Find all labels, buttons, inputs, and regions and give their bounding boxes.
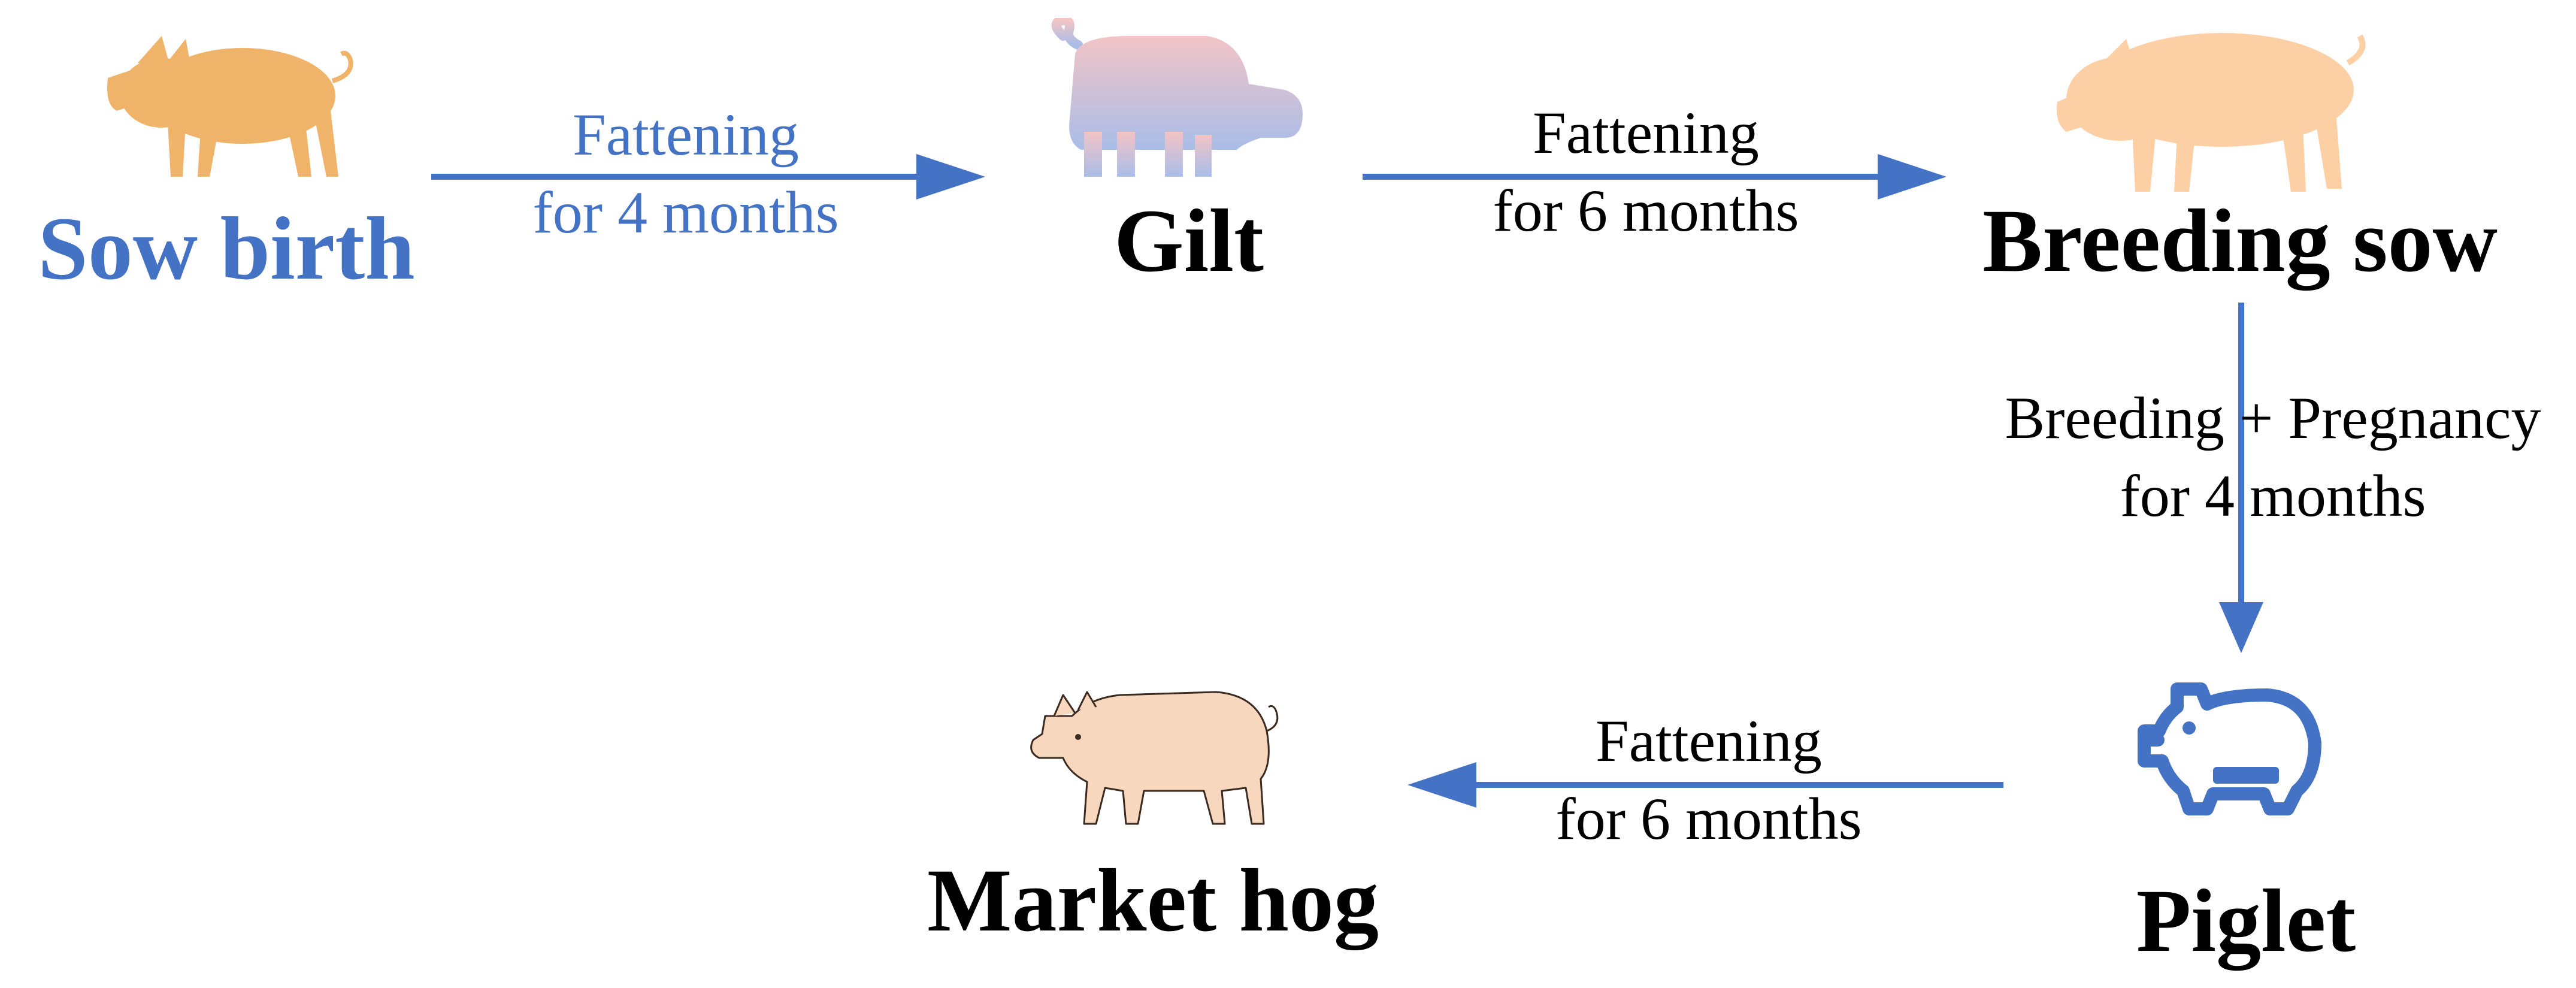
edge-label-line: Fattening xyxy=(573,101,799,168)
edge-label-line: for 4 months xyxy=(2120,463,2426,529)
arrow-sow-to-piglet xyxy=(2219,303,2263,653)
edge-label-line: for 6 months xyxy=(1493,177,1799,244)
piggy-bank-outline-icon xyxy=(2138,682,2321,815)
node-label-breeding-sow: Breeding sow xyxy=(1982,191,2498,291)
edge-label-line: Breeding + Pregnancy xyxy=(2005,385,2541,451)
node-label-piglet: Piglet xyxy=(2136,871,2356,971)
edge-label-piglet-to-hog: Fattening for 6 months xyxy=(1555,702,1861,858)
node-label-gilt: Gilt xyxy=(1114,191,1264,291)
arrow-birth-to-gilt xyxy=(431,154,985,200)
node-label-sow-birth: Sow birth xyxy=(38,199,415,298)
edge-label-gilt-to-sow: Fattening for 6 months xyxy=(1493,94,1799,250)
node-label-market-hog: Market hog xyxy=(927,851,1379,950)
pig-silhouette-icon xyxy=(107,36,353,177)
edge-label-line: Fattening xyxy=(1533,99,1759,166)
pig-outline-icon xyxy=(1030,691,1279,825)
sow-silhouette-icon xyxy=(2057,33,2366,192)
arrow-gilt-to-sow xyxy=(1363,154,1947,200)
edge-label-line: Fattening xyxy=(1596,708,1822,774)
edge-label-line: for 6 months xyxy=(1555,785,1862,852)
gilt-pig-icon xyxy=(1051,18,1303,177)
edge-label-birth-to-gilt: Fattening for 4 months xyxy=(532,96,839,252)
edge-label-sow-to-piglet: Breeding + Pregnancy for 4 months xyxy=(2005,379,2541,535)
arrow-piglet-to-hog xyxy=(1407,762,2003,808)
edge-label-line: for 4 months xyxy=(532,179,839,246)
